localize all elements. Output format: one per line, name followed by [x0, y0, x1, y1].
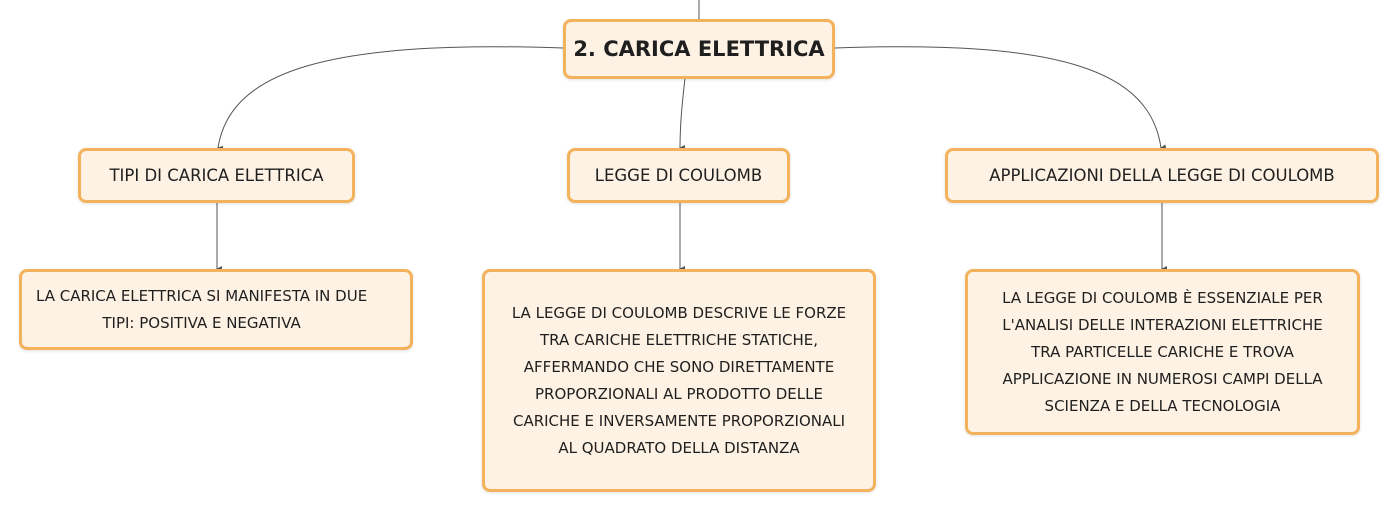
detail-line: AFFERMANDO CHE SONO DIRETTAMENTE [523, 357, 835, 376]
connector-root-to-branch-1 [217, 46, 564, 152]
branch-label: LEGGE DI COULOMB [594, 166, 763, 185]
detail-line: LA LEGGE DI COULOMB È ESSENZIALE PER [1002, 288, 1323, 307]
detail-line: SCIENZA E DELLA TECNOLOGIA [1044, 396, 1281, 415]
connector-root-to-branch-2 [679, 77, 686, 152]
detail-text: LA LEGGE DI COULOMB È ESSENZIALE PER L'A… [1002, 285, 1323, 420]
connector-root-to-branch-3 [834, 46, 1167, 151]
detail-line: LA LEGGE DI COULOMB DESCRIVE LE FORZE [511, 303, 847, 322]
detail-line: TIPI: POSITIVA E NEGATIVA [102, 313, 301, 332]
branch-node-applicazioni[interactable]: APPLICAZIONI DELLA LEGGE DI COULOMB [945, 148, 1379, 203]
detail-line: AL QUADRATO DELLA DISTANZA [558, 438, 800, 457]
branch-label: APPLICAZIONI DELLA LEGGE DI COULOMB [989, 166, 1335, 185]
detail-node-legge-di-coulomb[interactable]: LA LEGGE DI COULOMB DESCRIVE LE FORZE TR… [482, 269, 876, 492]
branch-label: TIPI DI CARICA ELETTRICA [109, 166, 324, 185]
root-label: 2. CARICA ELETTRICA [573, 37, 825, 61]
detail-line: L'ANALISI DELLE INTERAZIONI ELETTRICHE [1002, 315, 1323, 334]
detail-line: PROPORZIONALI AL PRODOTTO DELLE [535, 384, 823, 403]
detail-line: CARICHE E INVERSAMENTE PROPORZIONALI [512, 411, 846, 430]
detail-line: TRA CARICHE ELETTRICHE STATICHE, [539, 330, 818, 349]
root-node[interactable]: 2. CARICA ELETTRICA [563, 19, 835, 79]
detail-node-tipi-di-carica[interactable]: LA CARICA ELETTRICA SI MANIFESTA IN DUE … [19, 269, 413, 350]
detail-line: LA CARICA ELETTRICA SI MANIFESTA IN DUE [36, 286, 368, 305]
detail-line: APPLICAZIONE IN NUMEROSI CAMPI DELLA [1002, 369, 1323, 388]
detail-line: TRA PARTICELLE CARICHE E TROVA [1031, 342, 1294, 361]
detail-text: LA LEGGE DI COULOMB DESCRIVE LE FORZE TR… [512, 300, 846, 462]
branch-node-tipi-di-carica[interactable]: TIPI DI CARICA ELETTRICA [78, 148, 355, 203]
branch-node-legge-di-coulomb[interactable]: LEGGE DI COULOMB [567, 148, 790, 203]
detail-text: LA CARICA ELETTRICA SI MANIFESTA IN DUE … [36, 283, 367, 337]
detail-node-applicazioni[interactable]: LA LEGGE DI COULOMB È ESSENZIALE PER L'A… [965, 269, 1360, 435]
